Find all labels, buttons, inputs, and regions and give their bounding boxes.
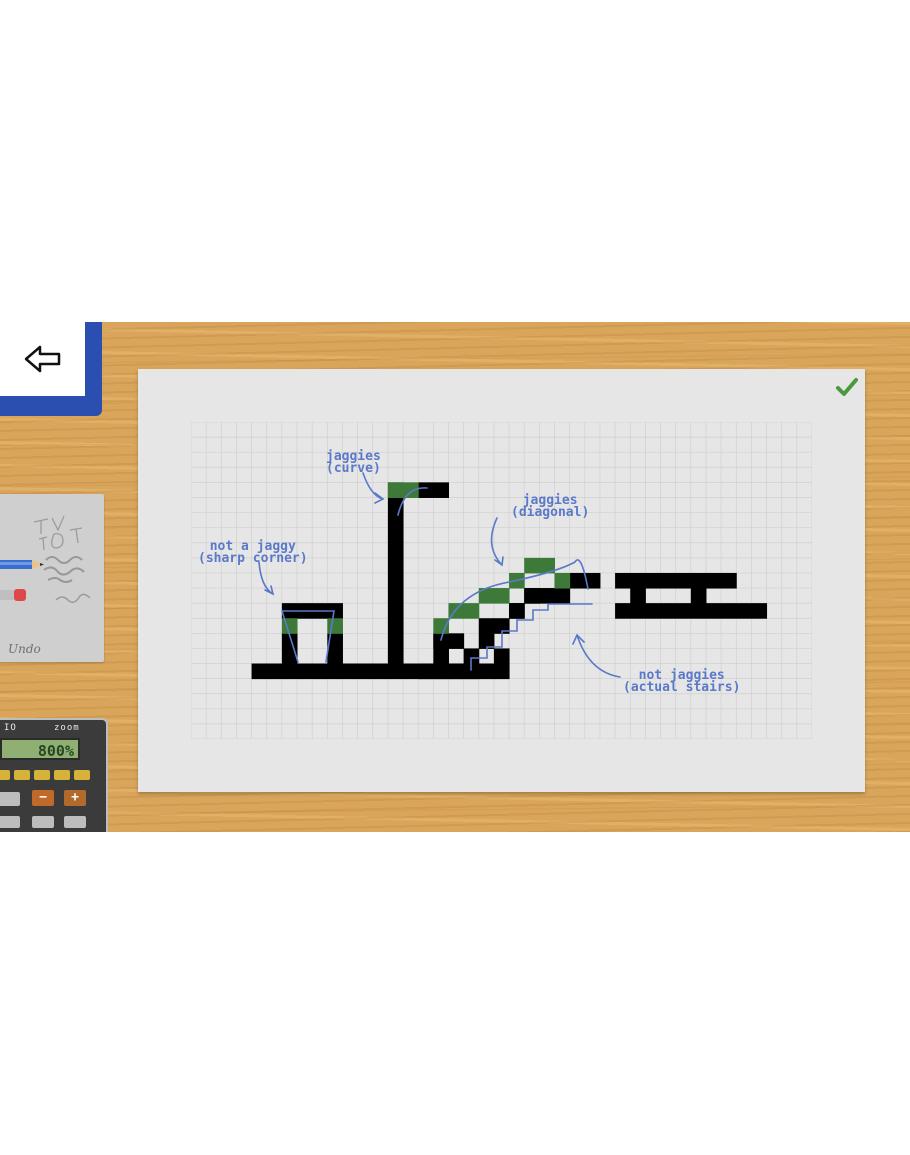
- black-pixel: [387, 482, 404, 665]
- annotation-curve-line2: (curve): [326, 461, 381, 476]
- stair-pixel: [569, 572, 586, 589]
- calculator-zoom-label: zoom: [54, 723, 80, 733]
- try-it-out-sketch: [33, 515, 91, 603]
- calc-key[interactable]: [34, 770, 50, 780]
- diagonal-highlight: [440, 559, 589, 641]
- calc-key[interactable]: [54, 770, 70, 780]
- calc-key[interactable]: [0, 816, 20, 828]
- black-pixel: [493, 648, 510, 680]
- drawing-paper: jaggies (curve) jaggies (diagonal) not a…: [138, 369, 865, 792]
- black-pixel: [615, 603, 768, 619]
- jaggy-pixel: [478, 588, 495, 604]
- zoom-display: 800%: [0, 738, 80, 760]
- jaggy-pixel: [554, 572, 571, 589]
- corner-highlight: [281, 610, 335, 663]
- annotation-sharp-corner-line2: (sharp corner): [198, 551, 308, 566]
- calculator-brand: IO: [4, 723, 17, 733]
- jaggy-pixel: [463, 603, 480, 619]
- stair-pixel: [463, 648, 480, 665]
- black-pixel: [690, 588, 707, 604]
- annotation-diagonal: jaggies (diagonal): [511, 493, 590, 520]
- jaggy-pixel: [539, 557, 556, 574]
- annotation-diagonal-line1: jaggies: [522, 493, 578, 508]
- black-pixel: [630, 588, 646, 604]
- stair-pixel: [509, 603, 525, 619]
- pixel-canvas[interactable]: jaggies (curve) jaggies (diagonal) not a…: [190, 421, 813, 740]
- checkmark-icon[interactable]: [835, 375, 859, 399]
- black-pixel: [478, 618, 495, 634]
- jaggy-pixel: [493, 588, 510, 604]
- annotation-stairs: not jaggies (actual stairs): [623, 668, 741, 695]
- back-button[interactable]: [0, 322, 85, 396]
- black-pixel: [448, 633, 465, 649]
- workspace-desk: Undo IO zoom 800% − +: [0, 322, 910, 832]
- undo-label: Undo: [8, 642, 41, 656]
- jaggy-pixel: [433, 618, 449, 634]
- annotation-curve: jaggies (curve): [326, 449, 381, 476]
- grid-lines: [190, 421, 813, 740]
- zoom-calculator[interactable]: IO zoom 800% − +: [0, 718, 108, 832]
- calc-key[interactable]: [74, 770, 90, 780]
- black-pixel: [418, 663, 495, 680]
- black-pixel: [418, 482, 449, 498]
- calc-key[interactable]: [64, 816, 86, 828]
- black-pixel: [281, 633, 298, 665]
- black-pixel: [433, 633, 449, 665]
- calc-key[interactable]: [14, 770, 30, 780]
- pixel-grid[interactable]: [190, 421, 813, 740]
- annotation-sharp-corner: not a jaggy (sharp corner): [198, 539, 308, 566]
- stair-pixel: [493, 618, 510, 634]
- annotation-sharp-corner-line1: not a jaggy: [209, 539, 296, 554]
- jaggy-pixel: [327, 618, 343, 634]
- eraser-icon: [0, 589, 26, 601]
- black-pixels: [251, 482, 768, 680]
- annotation-stairs-line2: (actual stairs): [623, 680, 741, 695]
- corner-arrow: [258, 561, 275, 596]
- jaggy-pixel: [403, 482, 419, 498]
- curve-arrow: [362, 472, 385, 504]
- jaggy-pixel: [524, 557, 540, 574]
- arrow-left-icon: [24, 345, 60, 373]
- curve-highlight: [397, 487, 428, 516]
- pencil-icon: [0, 560, 44, 569]
- annotation-curve-line1: jaggies: [326, 449, 381, 464]
- stair-pixel: [524, 588, 540, 604]
- stair-pixel: [584, 572, 601, 589]
- zoom-out-button[interactable]: −: [32, 790, 54, 806]
- back-panel: [0, 322, 102, 416]
- undo-card[interactable]: Undo: [0, 494, 104, 662]
- jaggy-pixel: [387, 482, 404, 498]
- annotation-diagonal-line2: (diagonal): [511, 505, 590, 520]
- calc-key[interactable]: [0, 792, 20, 806]
- stair-pixel: [539, 588, 556, 604]
- diagonal-arrow: [490, 517, 504, 567]
- annotation-lines: [258, 472, 621, 678]
- zoom-in-button[interactable]: +: [64, 790, 86, 806]
- stair-pixel: [478, 633, 495, 649]
- black-pixel: [327, 633, 343, 665]
- stairs-arrow: [572, 633, 621, 678]
- calc-key[interactable]: [0, 770, 10, 780]
- stairs-highlight: [470, 603, 593, 671]
- calc-key[interactable]: [32, 816, 54, 828]
- black-pixel: [615, 572, 737, 589]
- stair-pixel: [554, 588, 571, 604]
- annotation-stairs-line1: not jaggies: [638, 668, 725, 683]
